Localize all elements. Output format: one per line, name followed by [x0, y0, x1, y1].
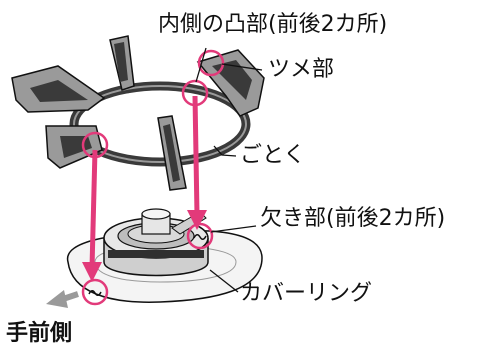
notch-highlight-front	[81, 278, 109, 306]
trivet-arm-back	[109, 35, 135, 91]
label-front-side: 手前側	[6, 321, 73, 346]
claw-highlight	[197, 49, 225, 77]
label-cover-ring: カバーリング	[240, 281, 373, 306]
label-notch: 欠き部(前後2カ所)	[260, 206, 446, 231]
label-inner-protrusion: 内側の凸部(前後2カ所)	[158, 12, 388, 37]
alignment-arrow-left	[82, 149, 102, 282]
trivet-arm-left	[11, 65, 106, 113]
notch-highlight-back	[186, 222, 214, 250]
leader-lines	[195, 47, 263, 293]
front-direction-arrow	[46, 290, 79, 308]
label-trivet: ごとく	[240, 143, 306, 168]
trivet-arm-front	[157, 115, 187, 191]
protrusion-highlight-back	[181, 79, 209, 107]
label-claw: ツメ部	[268, 57, 335, 82]
alignment-arrow-right	[187, 95, 207, 230]
protrusion-highlight-front	[81, 131, 109, 159]
trivet-ring	[69, 81, 251, 167]
